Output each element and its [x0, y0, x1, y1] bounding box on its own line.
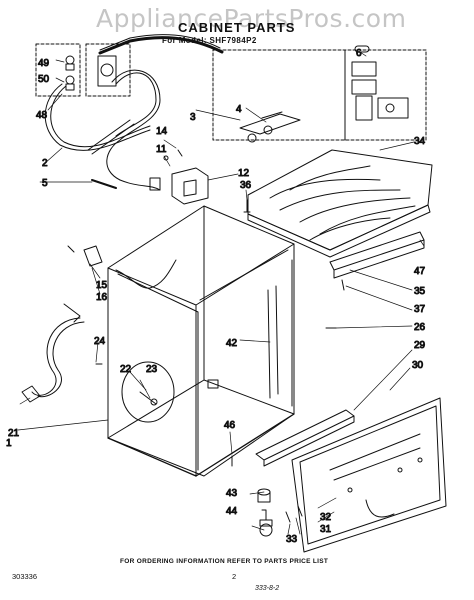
ordering-info-note: FOR ORDERING INFORMATION REFER TO PARTS …: [120, 558, 329, 565]
callout-34: 34: [414, 136, 426, 147]
callout-16: 16: [96, 292, 108, 303]
callout-50: 50: [38, 74, 50, 85]
callout-49: 49: [38, 58, 50, 69]
part-30-front-panel: [291, 397, 447, 553]
callout-2: 2: [42, 158, 48, 169]
screws: [95, 199, 337, 523]
callout-21: 21: [8, 428, 20, 439]
callout-15: 15: [96, 280, 108, 291]
page-code: 333-8-2: [255, 585, 280, 592]
part-35-rail: [329, 231, 425, 291]
part-34-top-panel: [247, 149, 433, 258]
callout-43: 43: [226, 488, 238, 499]
part-12-switch: [163, 149, 209, 205]
watermark: AppliancePartsPros.com: [96, 4, 407, 33]
callout-33: 33: [286, 534, 298, 545]
callout-24: 24: [94, 336, 106, 347]
callout-5: 5: [42, 178, 48, 189]
callout-42: 42: [226, 338, 238, 349]
part-5-rod: [91, 179, 117, 189]
part-15-bracket: [67, 245, 103, 267]
part-21-power-cord: [21, 303, 85, 403]
callout-1: 1: [6, 438, 12, 449]
callout-labels: 49 50 48 2 5 3 4 6 14 11 12 36 34 47 35 …: [6, 48, 427, 546]
callout-48: 48: [36, 110, 48, 121]
model-line: For Model: SHF7984P2: [162, 36, 257, 45]
part-1-cabinet: [107, 205, 295, 477]
callout-3: 3: [190, 112, 196, 123]
callout-44: 44: [226, 506, 238, 517]
callout-23: 23: [146, 364, 158, 375]
leader-lines: [17, 51, 425, 535]
callout-36: 36: [240, 180, 252, 191]
diagram-title: CABINET PARTS: [178, 20, 296, 35]
callout-30: 30: [412, 360, 424, 371]
callout-14: 14: [156, 126, 168, 137]
callout-26: 26: [414, 322, 426, 333]
callout-6: 6: [356, 48, 362, 59]
callout-4: 4: [236, 104, 242, 115]
callout-35: 35: [414, 286, 426, 297]
inset-box-valve-assembly: [212, 45, 427, 143]
callout-12: 12: [238, 168, 250, 179]
callout-47: 47: [414, 266, 426, 277]
hoses: [44, 69, 161, 191]
document-number: 303336: [12, 572, 38, 581]
callout-37: 37: [414, 304, 426, 315]
callout-46: 46: [224, 420, 236, 431]
callout-29: 29: [414, 340, 426, 351]
callout-32: 32: [320, 512, 332, 523]
part-44-caster: [257, 488, 273, 537]
inset-box-hose-fittings: [35, 34, 224, 97]
callout-31: 31: [320, 524, 332, 535]
callout-22: 22: [120, 364, 132, 375]
page-number: 2: [232, 572, 237, 581]
part-29-rail: [255, 409, 355, 467]
callout-11: 11: [156, 144, 167, 155]
